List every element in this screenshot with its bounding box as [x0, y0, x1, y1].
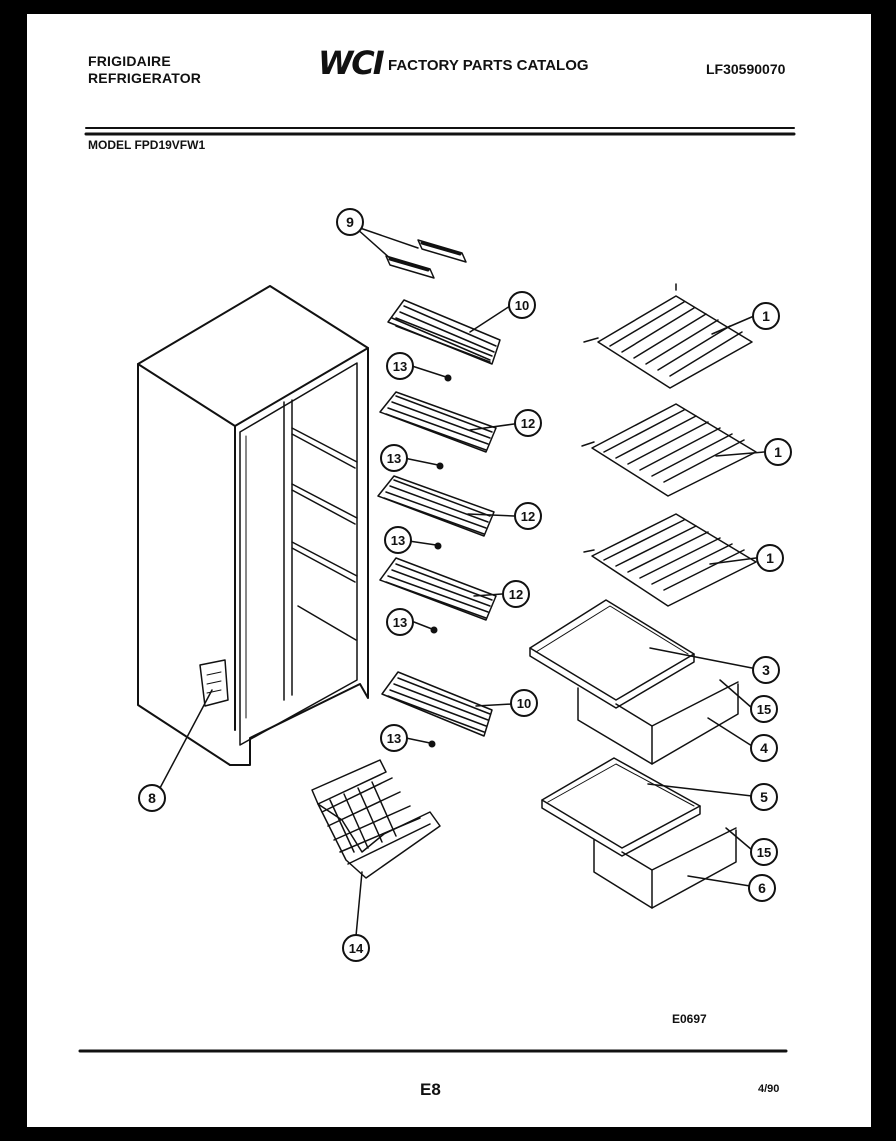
ice-trays: [385, 239, 467, 279]
crisper-assembly-lower: [541, 757, 737, 909]
shelf-clips: [428, 374, 452, 748]
wci-logo: WCI: [318, 44, 385, 82]
freezer-shelf-10b: [381, 671, 493, 737]
callout-number: 10: [515, 298, 529, 313]
catalog-sheet: [27, 14, 871, 1127]
callout-number: 9: [346, 214, 354, 230]
callout-13: 13: [386, 608, 414, 636]
refrigerator-cabinet: [137, 285, 369, 766]
crisper-assembly-upper: [529, 599, 739, 765]
callout-number: 13: [387, 451, 401, 466]
callout-number: 12: [509, 587, 523, 602]
brand-block: FRIGIDAIRE REFRIGERATOR: [88, 53, 201, 87]
callout-5: 5: [750, 783, 778, 811]
callout-number: 13: [393, 359, 407, 374]
callout-9: 9: [336, 208, 364, 236]
callout-number: 13: [393, 615, 407, 630]
freezer-shelf-10a: [387, 299, 501, 365]
callout-number: 5: [760, 789, 768, 805]
callout-12: 12: [514, 502, 542, 530]
callout-12: 12: [502, 580, 530, 608]
callout-number: 1: [774, 444, 782, 460]
callout-number: 12: [521, 509, 535, 524]
control-knob-part-8: [199, 659, 229, 707]
catalog-number: LF30590070: [706, 61, 786, 77]
callout-8: 8: [138, 784, 166, 812]
callout-1: 1: [764, 438, 792, 466]
leader-lines: [159, 227, 765, 937]
callout-1: 1: [752, 302, 780, 330]
callout-12: 12: [514, 409, 542, 437]
callout-4: 4: [750, 734, 778, 762]
callout-number: 6: [758, 880, 766, 896]
brand-name: FRIGIDAIRE: [88, 53, 171, 69]
fresh-food-shelves: [581, 283, 757, 607]
callout-number: 1: [762, 308, 770, 324]
callout-15: 15: [750, 695, 778, 723]
appliance-type: REFRIGERATOR: [88, 70, 202, 86]
callout-3: 3: [752, 656, 780, 684]
callout-number: 10: [517, 696, 531, 711]
freezer-shelves: [377, 299, 501, 737]
freezer-shelf-12a: [379, 391, 497, 453]
callout-number: 15: [757, 702, 771, 717]
fresh-food-shelf-1b: [581, 403, 757, 497]
callout-number: 8: [148, 790, 156, 806]
callout-number: 3: [762, 662, 770, 678]
callout-10: 10: [508, 291, 536, 319]
callout-6: 6: [748, 874, 776, 902]
callout-15: 15: [750, 838, 778, 866]
model-label: MODEL FPD19VFW1: [88, 138, 206, 152]
fresh-food-shelf-1c: [583, 513, 757, 607]
callout-13: 13: [380, 444, 408, 472]
callout-13: 13: [386, 352, 414, 380]
freezer-shelf-12c: [379, 557, 497, 621]
callout-number: 13: [391, 533, 405, 548]
freezer-shelf-12b: [377, 475, 495, 537]
drawing-code: E0697: [672, 1012, 707, 1026]
callout-number: 1: [766, 550, 774, 566]
catalog-title: FACTORY PARTS CATALOG: [388, 57, 589, 74]
callout-number: 15: [757, 845, 771, 860]
callout-number: 12: [521, 416, 535, 431]
revision-date: 4/90: [758, 1083, 780, 1095]
callout-1: 1: [756, 544, 784, 572]
wire-basket: [311, 759, 441, 879]
callout-10: 10: [510, 689, 538, 717]
callout-number: 13: [387, 731, 401, 746]
page-number: E8: [420, 1080, 441, 1099]
fresh-food-shelf-1a: [583, 283, 753, 389]
callout-13: 13: [384, 526, 412, 554]
callout-13: 13: [380, 724, 408, 752]
callout-number: 14: [349, 941, 364, 956]
callout-number: 4: [760, 740, 768, 756]
callout-14: 14: [342, 934, 370, 962]
